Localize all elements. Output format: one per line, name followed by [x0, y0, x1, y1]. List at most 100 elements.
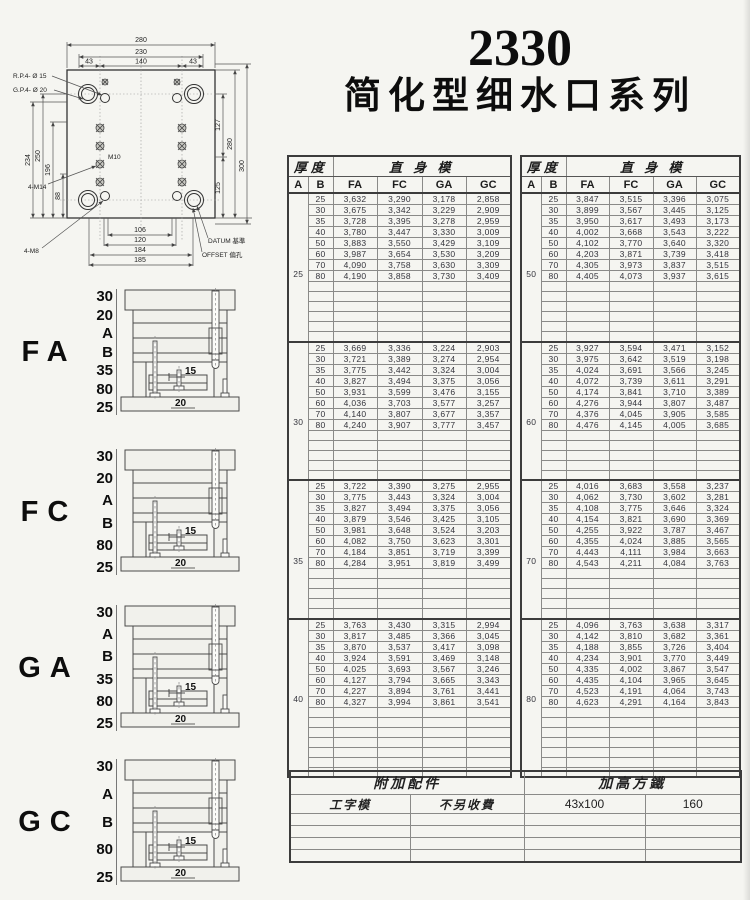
price-value: 3,950	[565, 215, 610, 227]
price-value: 3,648	[376, 524, 423, 536]
price-value: 3,611	[652, 374, 697, 387]
mold-section: 15 20	[119, 286, 241, 418]
price-value: 3,467	[695, 524, 741, 536]
price-value: 4,036	[332, 396, 378, 409]
price-value: 4,476	[565, 418, 610, 431]
price-value: 3,375	[421, 502, 467, 514]
price-value: 3,901	[608, 651, 654, 664]
price-value: 3,429	[421, 237, 467, 249]
price-value: 4,335	[565, 662, 610, 675]
price-value: 3,324	[421, 491, 467, 503]
price-value: 3,558	[652, 479, 697, 492]
price-value: 3,375	[421, 374, 467, 387]
dim-label: 30	[96, 758, 113, 775]
thickness-b-value: 50	[307, 524, 334, 536]
riser-size-2: 160	[644, 794, 742, 814]
thickness-b-value: 40	[307, 374, 334, 387]
inner-dim-lines	[168, 843, 195, 879]
dim-label: B	[102, 813, 113, 831]
mold-type-header: 直 身 模	[565, 155, 741, 177]
empty-row	[288, 578, 512, 589]
dim-196: 196	[45, 164, 52, 176]
price-value: 3,693	[376, 662, 423, 675]
price-value: 3,336	[376, 340, 423, 354]
dim-88: 88	[55, 192, 62, 200]
empty-row	[288, 706, 512, 718]
dim-label: 25	[96, 714, 113, 732]
empty-row	[288, 459, 512, 471]
price-value: 3,894	[376, 684, 423, 697]
price-value: 4,084	[652, 557, 697, 569]
empty-row	[288, 716, 512, 728]
price-value: 3,125	[695, 204, 741, 216]
thickness-b-value: 70	[307, 259, 334, 271]
price-value: 3,404	[695, 640, 741, 653]
thickness-b-value: 40	[540, 374, 567, 387]
empty-row	[289, 837, 742, 850]
thickness-a-value: 30	[287, 340, 309, 481]
thickness-b-value: 30	[540, 491, 567, 503]
pin-centerlines	[154, 604, 216, 715]
dim-label: 35	[96, 362, 113, 379]
empty-row	[288, 301, 512, 312]
mold-section: 15 20	[119, 602, 241, 734]
accessory-note: 不另收費	[409, 794, 525, 814]
model-number: 2330	[468, 20, 572, 77]
price-value: 3,445	[652, 204, 697, 216]
price-value: 3,320	[695, 237, 741, 249]
thickness-b-value: 60	[307, 673, 334, 686]
thickness-b-value: 25	[540, 340, 567, 354]
page-title: 2330 简化型细水口系列	[295, 22, 745, 118]
thickness-a-value: 35	[287, 479, 309, 619]
price-value: 3,675	[332, 204, 378, 216]
thickness-b-value: 70	[540, 546, 567, 558]
price-value: 3,924	[332, 651, 378, 664]
price-value: 3,638	[652, 617, 697, 631]
price-value: 3,237	[695, 479, 741, 492]
price-value: 3,275	[421, 479, 467, 492]
price-value: 4,016	[565, 479, 610, 492]
price-value: 3,369	[695, 513, 741, 525]
price-value: 4,145	[608, 418, 654, 431]
thickness-b-value: 70	[307, 407, 334, 420]
empty-row	[521, 736, 741, 748]
thickness-b-value: 80	[307, 270, 334, 282]
col-header-b: B	[307, 176, 334, 194]
price-value: 3,807	[652, 396, 697, 409]
price-value: 3,855	[608, 640, 654, 653]
price-value: 2,858	[465, 192, 512, 205]
price-value: 3,487	[695, 396, 741, 409]
price-value: 3,173	[695, 215, 741, 227]
price-value: 4,096	[565, 617, 610, 631]
price-value: 3,485	[376, 629, 423, 642]
price-value: 3,819	[421, 557, 467, 569]
thickness-b-value: 80	[540, 557, 567, 569]
price-value: 3,566	[652, 363, 697, 376]
price-value: 3,541	[465, 695, 512, 708]
dim-250: 250	[35, 150, 42, 162]
empty-row	[521, 746, 741, 758]
price-value: 3,907	[376, 418, 423, 431]
thickness-b-value: 35	[307, 215, 334, 227]
price-value: 4,276	[565, 396, 610, 409]
price-value: 4,174	[565, 385, 610, 398]
thickness-b-value: 40	[540, 513, 567, 525]
